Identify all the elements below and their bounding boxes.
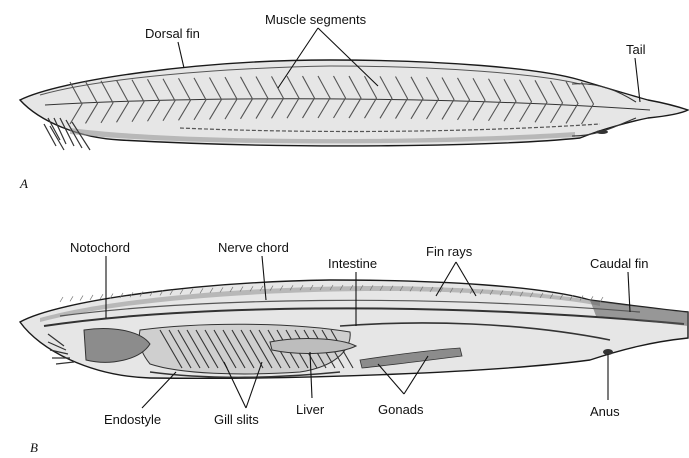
panel-b-body xyxy=(20,280,688,378)
fin-ray xyxy=(60,297,63,302)
panel-a: Dorsal fin Muscle segments Tail A xyxy=(19,12,688,191)
panel-b: Notochord Nerve chord Intestine Fin rays… xyxy=(20,240,688,455)
leader-tail xyxy=(635,58,640,102)
panel-b-letter: B xyxy=(30,440,38,455)
label-liver: Liver xyxy=(296,402,325,417)
label-dorsal-fin: Dorsal fin xyxy=(145,26,200,41)
label-fin-rays: Fin rays xyxy=(426,244,473,259)
label-endostyle: Endostyle xyxy=(104,412,161,427)
leader-dorsal-fin xyxy=(178,42,184,68)
label-muscle-segments: Muscle segments xyxy=(265,12,367,27)
fin-ray xyxy=(100,294,103,299)
fin-ray xyxy=(70,296,73,301)
label-tail: Tail xyxy=(626,42,646,57)
label-intestine: Intestine xyxy=(328,256,377,271)
label-caudal-fin: Caudal fin xyxy=(590,256,649,271)
panel-a-letter: A xyxy=(19,176,28,191)
fin-ray xyxy=(80,296,83,301)
label-nerve-chord: Nerve chord xyxy=(218,240,289,255)
label-notochord: Notochord xyxy=(70,240,130,255)
panel-a-anus-mark xyxy=(596,130,608,134)
label-gill-slits: Gill slits xyxy=(214,412,259,427)
label-anus: Anus xyxy=(590,404,620,419)
label-gonads: Gonads xyxy=(378,402,424,417)
fin-ray xyxy=(90,295,93,300)
